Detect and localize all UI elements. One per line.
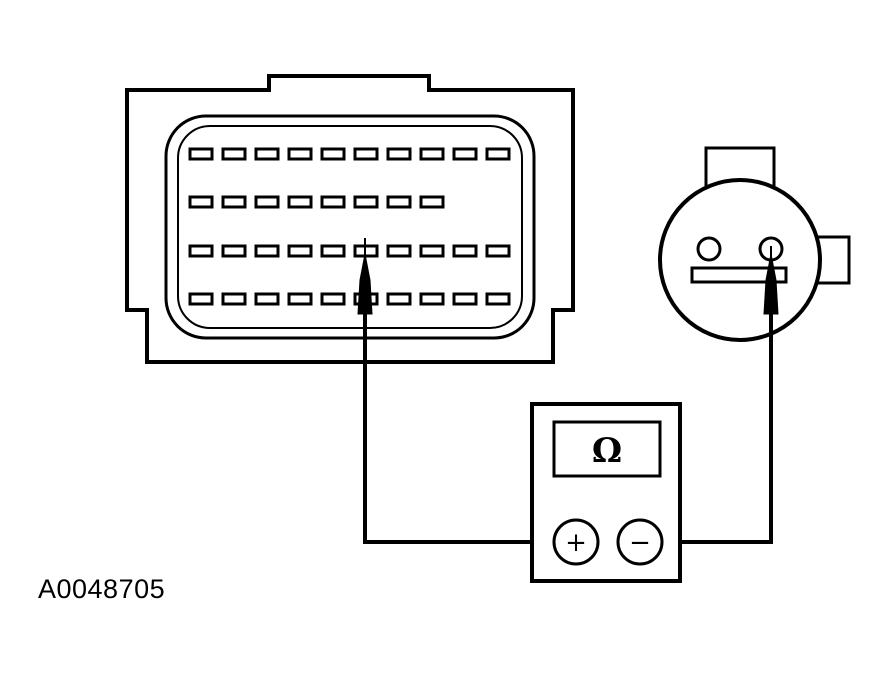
positive-probe [357, 253, 373, 315]
connector-pin [485, 244, 511, 258]
negative-probe [763, 253, 779, 315]
connector-pin [287, 195, 313, 209]
connector-face-outer [164, 114, 536, 340]
sensor-slot [690, 266, 788, 284]
connector-pin [221, 195, 247, 209]
connector-pin [254, 147, 280, 161]
connector-pin [419, 244, 445, 258]
negative-lead-wire [663, 308, 773, 544]
connector-pin [353, 195, 379, 209]
positive-lead-wire [363, 308, 554, 544]
connector-pin [221, 292, 247, 306]
sensor-body [658, 178, 822, 342]
connector [125, 74, 575, 364]
connector-pin [188, 292, 214, 306]
connector-pin [254, 244, 280, 258]
probe-tips [357, 238, 779, 315]
connector-pin [485, 147, 511, 161]
test-leads [363, 308, 773, 544]
meter-display [552, 420, 662, 478]
meter-negative-jack[interactable] [616, 518, 664, 566]
connector-pin [419, 195, 445, 209]
sensor [658, 146, 851, 342]
connector-pin [452, 147, 478, 161]
connector-pin [386, 244, 412, 258]
connector-pin [287, 292, 313, 306]
connector-pin [254, 292, 280, 306]
connector-pin [386, 195, 412, 209]
connector-pin [452, 292, 478, 306]
connector-pin [386, 147, 412, 161]
sensor-terminal-left [696, 236, 722, 262]
connector-pin [419, 292, 445, 306]
connector-pin [188, 195, 214, 209]
connector-pin [287, 244, 313, 258]
connector-pin [386, 292, 412, 306]
connector-pin [452, 244, 478, 258]
meter-display-symbol: Ω [592, 431, 622, 471]
connector-pin [188, 244, 214, 258]
meter-positive-jack[interactable] [552, 518, 600, 566]
connector-pin [320, 244, 346, 258]
connector-pin [320, 147, 346, 161]
figure-id: A0048705 [38, 574, 166, 604]
connector-pin [188, 147, 214, 161]
meter-positive-symbol: + [565, 528, 587, 558]
connector-pin [320, 292, 346, 306]
connector-pin [254, 195, 280, 209]
connector-face-inner [177, 125, 523, 329]
meter-negative-symbol: − [629, 528, 651, 558]
connector-pin [221, 147, 247, 161]
connector-housing [125, 74, 575, 364]
ohmmeter: Ω + − [530, 402, 682, 583]
connector-pin [353, 147, 379, 161]
connector-pin [419, 147, 445, 161]
connector-pins [188, 147, 511, 306]
connector-pin [287, 147, 313, 161]
connector-pin [320, 195, 346, 209]
connector-pin [221, 244, 247, 258]
connector-pin [485, 292, 511, 306]
